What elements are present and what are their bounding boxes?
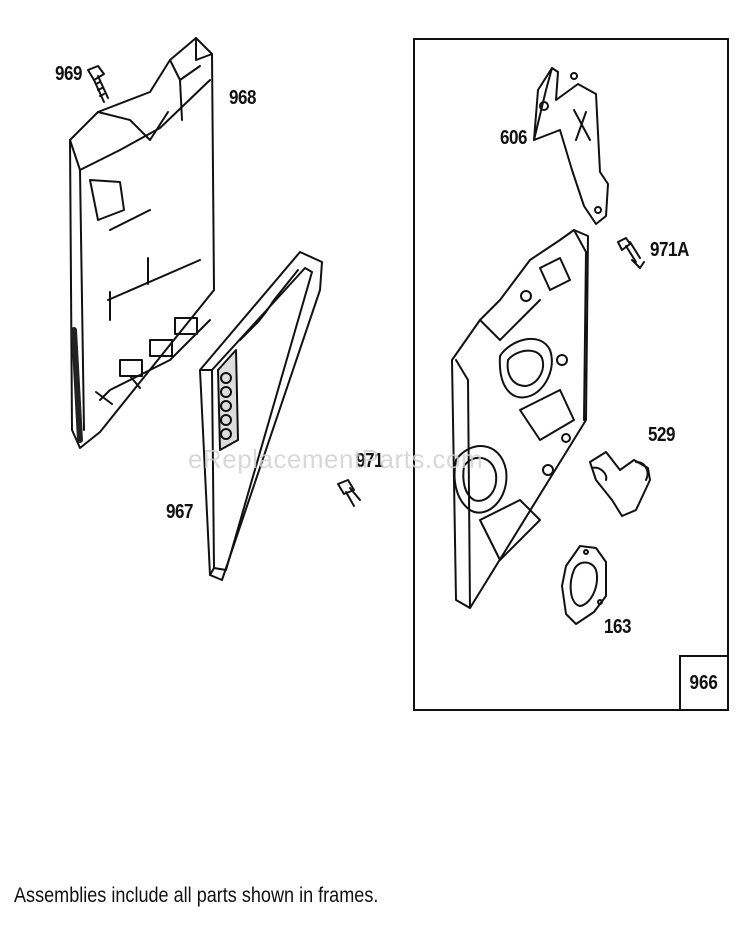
part-label-967[interactable]: 967 <box>166 501 194 523</box>
part-label-529[interactable]: 529 <box>648 424 676 446</box>
assembly-frame: 966 <box>413 38 729 711</box>
part-label-163[interactable]: 163 <box>604 616 632 638</box>
part-label-971[interactable]: 971 <box>356 450 384 472</box>
bracket-606-icon <box>533 67 609 225</box>
footer-note: Assemblies include all parts shown in fr… <box>14 884 379 907</box>
part-label-606[interactable]: 606 <box>500 127 528 149</box>
gasket-163-icon <box>561 545 607 625</box>
screw-971a-icon <box>617 237 645 269</box>
parts-drawing <box>69 37 651 625</box>
air-filter-967-icon <box>199 251 323 581</box>
elbow-529-icon <box>589 451 651 517</box>
parts-diagram: 969 968 967 971 606 971A 529 163 966 eRe… <box>55 37 729 711</box>
part-label-971a[interactable]: 971A <box>650 239 689 261</box>
part-label-968[interactable]: 968 <box>229 87 257 109</box>
assembly-label-966: 966 <box>689 671 719 694</box>
screw-969-icon <box>87 65 109 103</box>
part-label-969[interactable]: 969 <box>55 63 83 85</box>
screw-971-icon <box>337 479 361 507</box>
assembly-frame-tag[interactable]: 966 <box>679 655 727 709</box>
watermark: eReplacementParts.com <box>188 444 484 474</box>
carburetor-housing-icon <box>451 229 589 609</box>
air-cleaner-base-968-icon <box>69 37 215 449</box>
